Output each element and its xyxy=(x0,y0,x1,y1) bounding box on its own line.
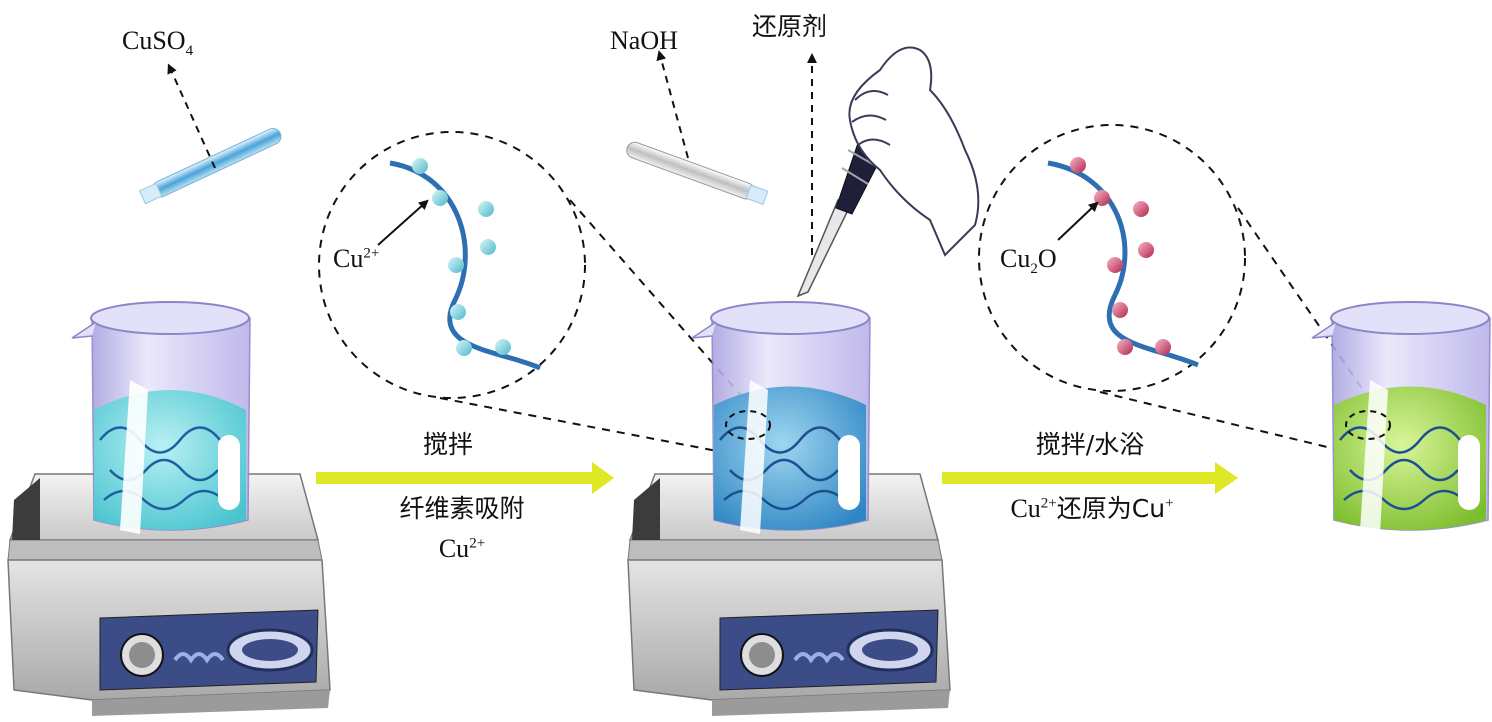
step1-bottom-label: 纤维素吸附 xyxy=(399,494,525,523)
beaker-icon xyxy=(691,301,871,534)
cu2-ion-label: Cu2+ xyxy=(333,244,380,273)
magnified-inset-icon xyxy=(978,124,1246,392)
test-tube-icon xyxy=(626,141,769,206)
reductant-label: 还原剂 xyxy=(752,12,828,41)
step2-bottom-label: Cu2+还原为Cu+ xyxy=(1010,494,1174,523)
naoh-label: NaOH xyxy=(610,26,678,55)
beaker-icon xyxy=(71,301,251,534)
step2-arrow xyxy=(942,462,1238,494)
cuso4-label: CuSO4 xyxy=(122,26,194,60)
glove-hand-icon xyxy=(848,46,980,257)
test-tube-icon xyxy=(138,127,282,205)
step1-arrow xyxy=(316,462,614,494)
magnified-inset-icon xyxy=(318,131,586,399)
beaker-icon xyxy=(1311,301,1491,534)
step1-bottom-cu2-label: Cu2+ xyxy=(438,534,486,563)
cu2o-label: Cu2O xyxy=(1000,244,1057,278)
step1-top-label: 搅拌 xyxy=(422,430,474,459)
step2-top-label: 搅拌/水浴 xyxy=(1035,430,1145,459)
